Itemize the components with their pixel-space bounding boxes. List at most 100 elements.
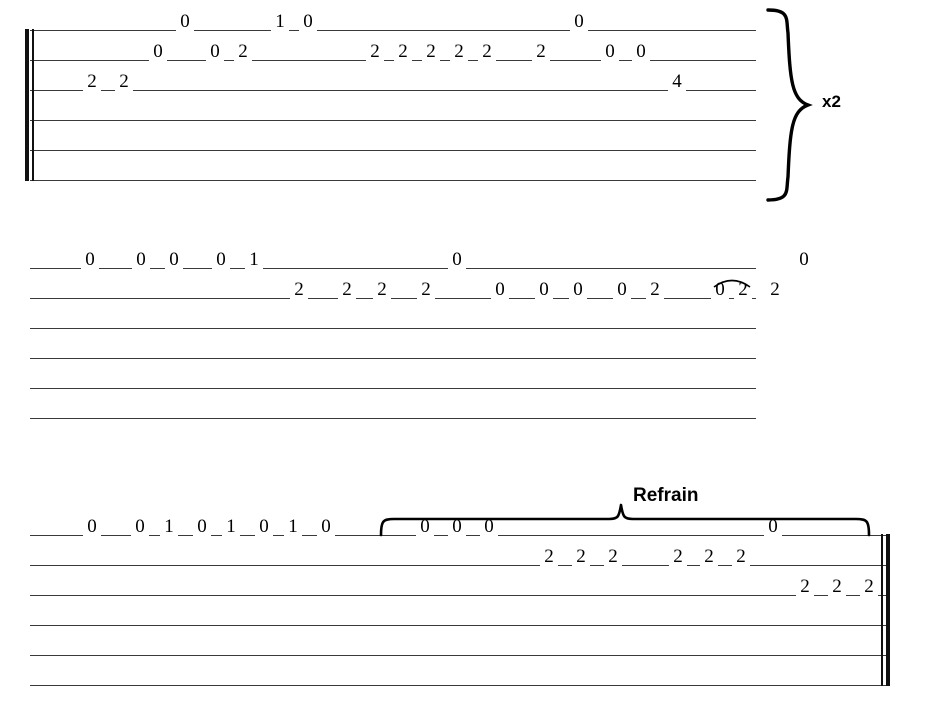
fret-number: 0 (87, 516, 97, 537)
fret-line-gap (766, 297, 784, 300)
fret-line-gap (448, 267, 466, 270)
fret-number: 2 (294, 279, 304, 300)
fret-line-gap (491, 297, 509, 300)
fret-number: 0 (539, 279, 549, 300)
fret-line-gap (245, 267, 263, 270)
fret-number: 0 (136, 249, 146, 270)
string-line-4 (30, 625, 890, 626)
fret-line-gap (417, 297, 435, 300)
fret-number: 2 (770, 279, 780, 300)
repeat-brace (766, 8, 813, 202)
fret-line-gap (234, 59, 252, 62)
fret-number: 1 (164, 516, 174, 537)
fret-number: 2 (673, 546, 683, 567)
fret-number: 0 (216, 249, 226, 270)
fret-number: 0 (715, 279, 725, 300)
fret-line-gap (700, 564, 718, 567)
fret-number: 0 (85, 249, 95, 270)
fret-number: 1 (249, 249, 259, 270)
fret-number: 2 (377, 279, 387, 300)
fret-number: 2 (119, 71, 129, 92)
fret-line-gap (165, 267, 183, 270)
fret-line-gap (570, 29, 588, 32)
fret-number: 0 (484, 516, 494, 537)
fret-line-gap (764, 534, 782, 537)
fret-line-gap (290, 297, 308, 300)
fret-number: 2 (650, 279, 660, 300)
fret-line-gap (828, 594, 846, 597)
fret-number: 2 (426, 41, 436, 62)
fret-number: 2 (832, 576, 842, 597)
fret-number: 0 (768, 516, 778, 537)
fret-line-gap (422, 59, 440, 62)
fret-line-gap (569, 297, 587, 300)
fret-line-gap (83, 534, 101, 537)
fret-number: 0 (169, 249, 179, 270)
string-line-5 (30, 388, 756, 389)
fret-line-gap (132, 267, 150, 270)
string-line-6 (30, 685, 890, 686)
fret-line-gap (572, 564, 590, 567)
fret-number: 1 (275, 11, 285, 32)
start-barline-thick (25, 29, 29, 181)
fret-number: 2 (736, 546, 746, 567)
fret-number: 2 (738, 279, 748, 300)
fret-line-gap (532, 59, 550, 62)
fret-line-gap (193, 534, 211, 537)
fret-number: 0 (135, 516, 145, 537)
string-line-1 (30, 268, 756, 269)
fret-number: 2 (454, 41, 464, 62)
fret-line-gap (81, 267, 99, 270)
refrain-brace (379, 503, 871, 537)
fret-line-gap (450, 59, 468, 62)
string-line-3 (30, 90, 756, 91)
fret-line-gap (317, 534, 335, 537)
fret-number: 0 (799, 249, 809, 270)
fret-number: 1 (226, 516, 236, 537)
fret-line-gap (255, 534, 273, 537)
fret-number: 2 (87, 71, 97, 92)
fret-number: 0 (210, 41, 220, 62)
fret-number: 0 (180, 11, 190, 32)
string-line-3 (30, 595, 890, 596)
fret-number: 0 (303, 11, 313, 32)
string-line-2 (30, 298, 756, 299)
fret-line-gap (206, 59, 224, 62)
fret-line-gap (795, 267, 813, 270)
fret-line-gap (711, 297, 729, 300)
fret-line-gap (83, 89, 101, 92)
fret-line-gap (601, 59, 619, 62)
fret-line-gap (416, 534, 434, 537)
fret-line-gap (796, 594, 814, 597)
fret-number: 4 (672, 71, 682, 92)
fret-line-gap (284, 534, 302, 537)
end-barline-thick (886, 534, 890, 686)
fret-line-gap (540, 564, 558, 567)
fret-line-gap (299, 29, 317, 32)
fret-line-gap (860, 594, 878, 597)
fret-number: 0 (452, 516, 462, 537)
fret-number: 2 (238, 41, 248, 62)
fret-line-gap (480, 534, 498, 537)
fret-number: 2 (576, 546, 586, 567)
end-barline-thin (881, 534, 883, 686)
fret-number: 2 (370, 41, 380, 62)
fret-line-gap (613, 297, 631, 300)
fret-number: 2 (608, 546, 618, 567)
fret-line-gap (131, 534, 149, 537)
fret-line-gap (149, 59, 167, 62)
fret-line-gap (668, 89, 686, 92)
fret-line-gap (222, 534, 240, 537)
fret-number: 2 (704, 546, 714, 567)
fret-number: 2 (544, 546, 554, 567)
fret-line-gap (732, 564, 750, 567)
fret-number: 0 (321, 516, 331, 537)
fret-line-gap (373, 297, 391, 300)
start-barline-thin (32, 29, 34, 181)
string-line-6 (30, 418, 756, 419)
fret-line-gap (478, 59, 496, 62)
string-line-3 (30, 328, 756, 329)
fret-number: 0 (197, 516, 207, 537)
repeat-count-label: x2 (822, 92, 841, 111)
